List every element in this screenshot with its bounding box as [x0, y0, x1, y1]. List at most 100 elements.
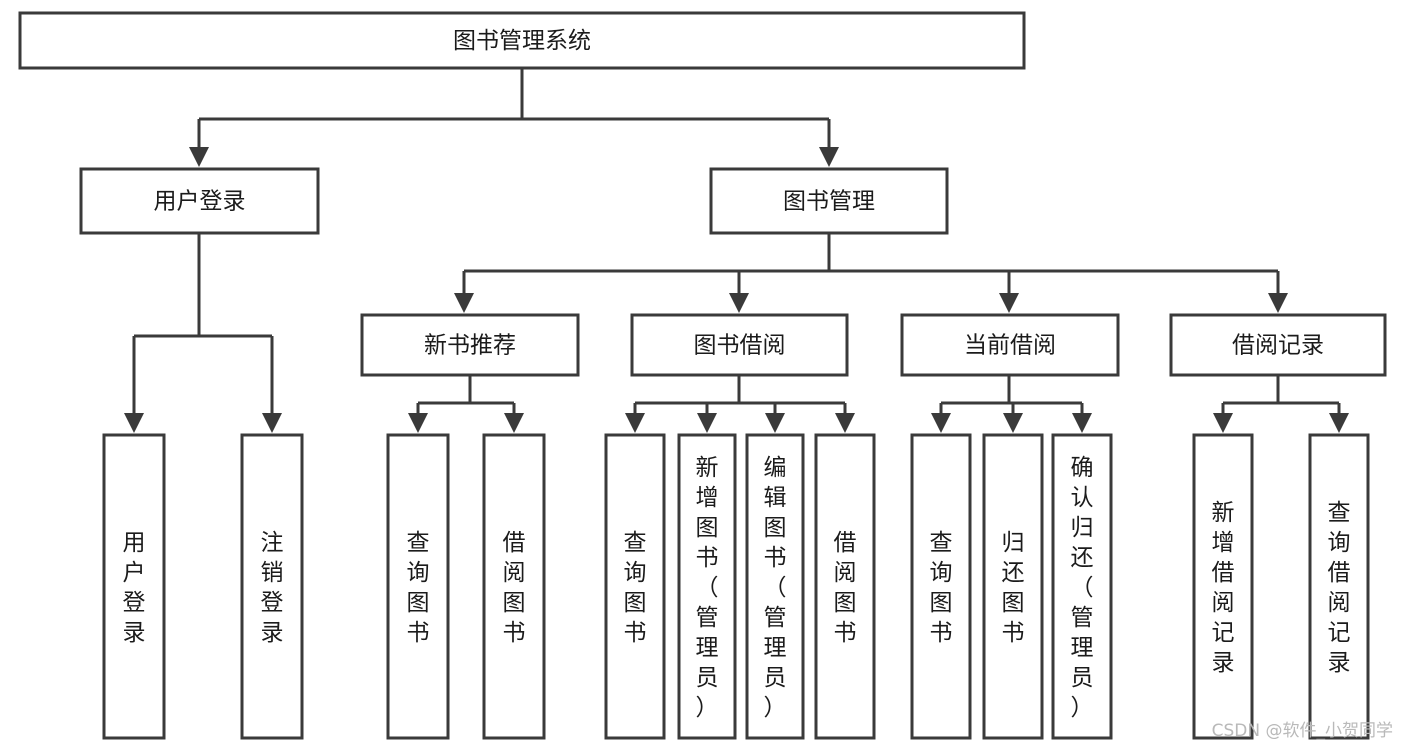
arrow-head-icon — [1268, 293, 1288, 313]
arrow-head-icon — [1072, 413, 1092, 433]
node-label-new-book-rec: 新书推荐 — [424, 333, 516, 359]
node-box-leaf-borrow-book-2[interactable] — [814, 433, 876, 740]
node-box-leaf-user-login[interactable] — [102, 433, 166, 740]
node-leaf-query-record[interactable]: 查询借阅记录 — [1308, 433, 1370, 740]
node-label-leaf-logout: 注销登录 — [261, 530, 284, 646]
node-leaf-user-login[interactable]: 用户登录 — [102, 433, 166, 740]
node-user-login[interactable]: 用户登录 — [79, 167, 320, 235]
arrow-head-icon — [124, 413, 144, 433]
node-leaf-borrow-book-1[interactable]: 借阅图书 — [482, 433, 546, 740]
node-label-leaf-query-book-3: 查询图书 — [930, 530, 953, 646]
connector-arrow — [408, 403, 428, 433]
node-leaf-query-book-3[interactable]: 查询图书 — [910, 433, 972, 740]
node-box-leaf-query-book-3[interactable] — [910, 433, 972, 740]
connector-arrow — [835, 403, 855, 433]
connector-layer — [124, 68, 1349, 433]
node-current-borrow[interactable]: 当前借阅 — [900, 313, 1120, 377]
arrow-head-icon — [819, 147, 839, 167]
node-leaf-confirm-return[interactable]: 确认归还（管理员） — [1051, 433, 1113, 740]
node-box-leaf-query-book-2[interactable] — [604, 433, 666, 740]
connector-arrow — [1003, 403, 1023, 433]
node-box-leaf-borrow-book-1[interactable] — [482, 433, 546, 740]
arrow-head-icon — [1213, 413, 1233, 433]
node-box-leaf-add-record[interactable] — [1192, 433, 1254, 740]
arrow-head-icon — [729, 293, 749, 313]
connector-arrow — [1072, 403, 1092, 433]
arrow-head-icon — [625, 413, 645, 433]
node-label-leaf-query-book-2: 查询图书 — [624, 530, 647, 646]
connector-arrow — [504, 403, 524, 433]
connector-arrow — [819, 119, 839, 167]
node-label-root: 图书管理系统 — [453, 28, 591, 54]
arrow-head-icon — [408, 413, 428, 433]
node-label-leaf-edit-book: 编辑图书（管理员） — [764, 455, 787, 721]
connector-arrow — [697, 403, 717, 433]
connector-arrow — [124, 336, 144, 433]
node-box-borrow-record[interactable] — [1169, 313, 1387, 377]
connector-arrow — [262, 336, 282, 433]
node-label-user-login: 用户登录 — [154, 189, 246, 215]
node-leaf-logout[interactable]: 注销登录 — [240, 433, 304, 740]
node-label-leaf-return-book: 归还图书 — [1002, 530, 1025, 646]
arrow-head-icon — [189, 147, 209, 167]
arrow-head-icon — [504, 413, 524, 433]
node-box-new-book-rec[interactable] — [360, 313, 580, 377]
connector-arrow — [189, 119, 209, 167]
csdn-watermark: CSDN @软件_小贺同学 — [1211, 721, 1393, 741]
connector-arrow — [625, 403, 645, 433]
node-label-book-borrow: 图书借阅 — [694, 333, 786, 359]
node-layer: 图书管理系统用户登录图书管理新书推荐图书借阅当前借阅借阅记录用户登录注销登录查询… — [18, 11, 1387, 740]
arrow-head-icon — [1003, 413, 1023, 433]
node-borrow-record[interactable]: 借阅记录 — [1169, 313, 1387, 377]
connector-arrow — [454, 271, 474, 313]
node-box-root[interactable] — [18, 11, 1026, 70]
node-leaf-borrow-book-2[interactable]: 借阅图书 — [814, 433, 876, 740]
node-label-leaf-confirm-return: 确认归还（管理员） — [1071, 455, 1094, 721]
node-leaf-add-book[interactable]: 新增图书（管理员） — [677, 433, 737, 740]
connector-arrow — [1268, 271, 1288, 313]
node-book-manage[interactable]: 图书管理 — [709, 167, 949, 235]
node-leaf-query-book-2[interactable]: 查询图书 — [604, 433, 666, 740]
node-root[interactable]: 图书管理系统 — [18, 11, 1026, 70]
arrow-head-icon — [262, 413, 282, 433]
node-label-leaf-user-login: 用户登录 — [123, 530, 146, 646]
node-box-user-login[interactable] — [79, 167, 320, 235]
connector-arrow — [765, 403, 785, 433]
node-label-leaf-borrow-book-1: 借阅图书 — [503, 530, 526, 646]
connector-arrow — [1329, 403, 1349, 433]
node-box-book-manage[interactable] — [709, 167, 949, 235]
node-leaf-edit-book[interactable]: 编辑图书（管理员） — [745, 433, 805, 740]
node-box-leaf-return-book[interactable] — [982, 433, 1044, 740]
node-label-book-manage: 图书管理 — [783, 189, 875, 215]
connector-arrow — [931, 403, 951, 433]
node-box-leaf-add-book[interactable] — [677, 433, 737, 740]
node-leaf-add-record[interactable]: 新增借阅记录 — [1192, 433, 1254, 740]
node-label-leaf-add-book: 新增图书（管理员） — [696, 455, 719, 721]
node-label-leaf-query-book-1: 查询图书 — [407, 530, 430, 646]
connector-arrow — [1213, 403, 1233, 433]
arrow-head-icon — [765, 413, 785, 433]
node-box-book-borrow[interactable] — [630, 313, 849, 377]
arrow-head-icon — [454, 293, 474, 313]
node-label-leaf-borrow-book-2: 借阅图书 — [834, 530, 857, 646]
node-leaf-return-book[interactable]: 归还图书 — [982, 433, 1044, 740]
arrow-head-icon — [697, 413, 717, 433]
node-new-book-rec[interactable]: 新书推荐 — [360, 313, 580, 377]
arrow-head-icon — [999, 293, 1019, 313]
node-box-leaf-query-book-1[interactable] — [386, 433, 450, 740]
node-box-leaf-confirm-return[interactable] — [1051, 433, 1113, 740]
node-box-leaf-logout[interactable] — [240, 433, 304, 740]
node-leaf-query-book-1[interactable]: 查询图书 — [386, 433, 450, 740]
connector-arrow — [999, 271, 1019, 313]
node-box-current-borrow[interactable] — [900, 313, 1120, 377]
arrow-head-icon — [835, 413, 855, 433]
node-label-leaf-add-record: 新增借阅记录 — [1212, 500, 1235, 676]
arrow-head-icon — [931, 413, 951, 433]
node-box-leaf-edit-book[interactable] — [745, 433, 805, 740]
node-box-leaf-query-record[interactable] — [1308, 433, 1370, 740]
node-book-borrow[interactable]: 图书借阅 — [630, 313, 849, 377]
node-label-borrow-record: 借阅记录 — [1232, 333, 1324, 359]
node-label-current-borrow: 当前借阅 — [964, 333, 1056, 359]
